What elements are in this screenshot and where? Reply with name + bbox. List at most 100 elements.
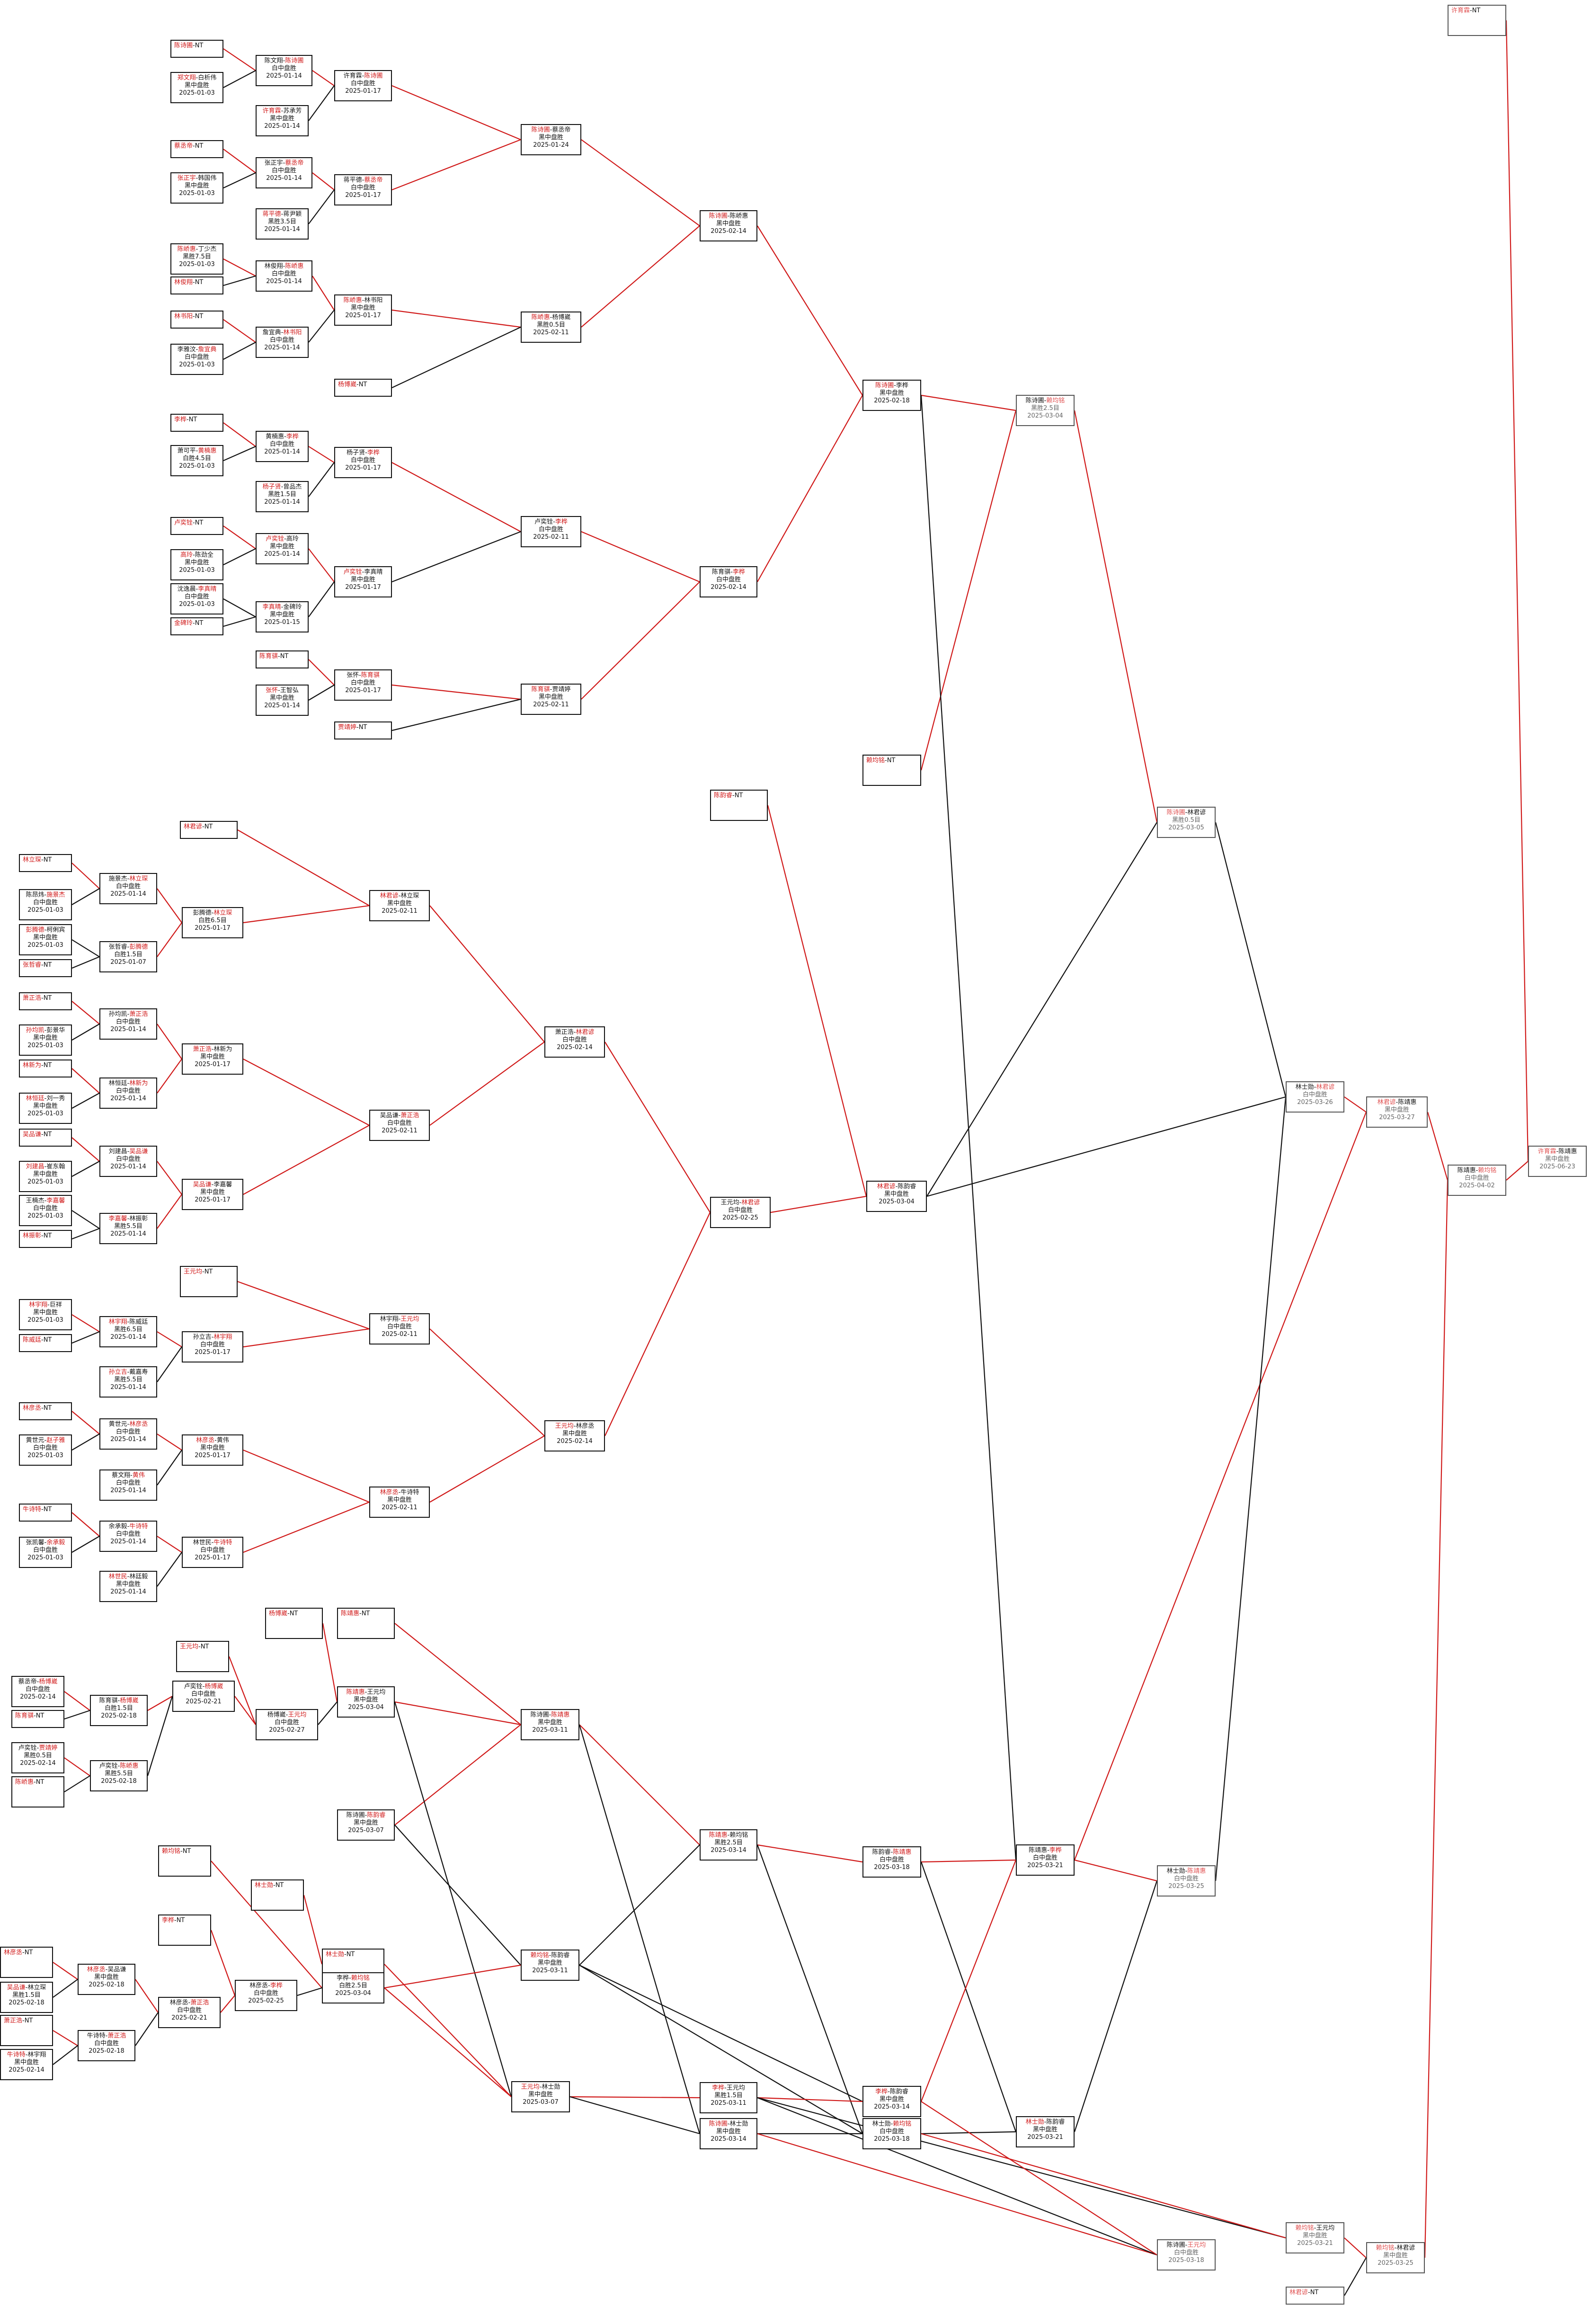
match-players: 张怀-陈育骐 bbox=[336, 672, 390, 679]
connector-P13-R3 bbox=[578, 1724, 701, 2134]
player-name: -NT bbox=[41, 1232, 52, 1239]
player-name: -李桦 bbox=[894, 382, 908, 389]
match-result: 黑胜0.5目 bbox=[1172, 817, 1200, 824]
match-players: 贾靖婷-NT bbox=[338, 724, 390, 731]
match-date: 2025-01-03 bbox=[179, 601, 215, 608]
match-result: 黑中盘胜 bbox=[879, 2096, 904, 2103]
match-players: 陈诗圃-李桦 bbox=[864, 382, 919, 390]
match-players: 萧可平-黄楠惠 bbox=[172, 447, 222, 455]
match-date: 2025-03-11 bbox=[532, 1967, 568, 1974]
player-name: 林士勋- bbox=[1295, 1084, 1316, 1091]
player-name: -NT bbox=[193, 279, 204, 286]
connector-K3-K5 bbox=[157, 1434, 182, 1451]
player-name: 杨博崴- bbox=[267, 1711, 288, 1719]
connector-U1-U3 bbox=[1215, 1096, 1287, 1881]
player-name: 陈峤惠 bbox=[531, 314, 550, 321]
player-name: 黄世元- bbox=[108, 1421, 130, 1428]
player-name: 林立琛 bbox=[213, 909, 232, 917]
player-name: -NT bbox=[359, 1610, 370, 1617]
player-name: -白析伟 bbox=[196, 74, 217, 81]
match-date: 2025-01-03 bbox=[179, 89, 215, 97]
connector-G0-G8 bbox=[237, 829, 370, 906]
match-players: 卢奕铨-李桦 bbox=[523, 518, 579, 526]
player-name: -NT bbox=[41, 1336, 52, 1344]
match-result: 黑中盘胜 bbox=[200, 1053, 225, 1060]
player-name: -林宇翔 bbox=[25, 2051, 46, 2058]
connector-G8-GHI bbox=[429, 905, 545, 1042]
player-name: -NT bbox=[193, 142, 204, 150]
match-result: 白中盘胜 bbox=[191, 1691, 216, 1698]
player-name: 杨子贤- bbox=[347, 449, 367, 456]
player-name: -金碑玲 bbox=[281, 604, 302, 611]
player-name: 吴品谦 bbox=[7, 1984, 26, 1991]
connector-J2-J3 bbox=[71, 1331, 100, 1344]
player-name: 蔡丞帝 bbox=[285, 160, 304, 167]
match-date: 2025-01-14 bbox=[264, 123, 300, 130]
player-name: -NT bbox=[41, 962, 52, 969]
player-name: 郑文翔 bbox=[177, 74, 196, 81]
connector-V1-V3 bbox=[1506, 1161, 1529, 1181]
match-date: 2025-01-03 bbox=[179, 261, 215, 268]
match-date: 2025-01-14 bbox=[110, 1095, 146, 1102]
match-date: 2025-03-11 bbox=[532, 1727, 568, 1734]
player-name: 林立琛 bbox=[23, 856, 42, 864]
player-name: 陈昂炜- bbox=[26, 891, 47, 899]
match-result: 黑中盘胜 bbox=[33, 934, 58, 941]
match-date: 2025-02-14 bbox=[711, 228, 747, 235]
match-result: 白中盘胜 bbox=[116, 1018, 141, 1025]
match-result: 白中盘胜 bbox=[116, 1428, 141, 1435]
player-name: -牛诗特 bbox=[398, 1489, 419, 1496]
match-date: 2025-03-14 bbox=[874, 2103, 910, 2110]
player-name: 李桦 bbox=[270, 1982, 283, 1989]
player-name: -王元均 bbox=[364, 1689, 386, 1696]
player-name: 王元均 bbox=[288, 1711, 307, 1719]
player-name: 牛诗特 bbox=[7, 2051, 26, 2058]
connector-K1-K3 bbox=[71, 1411, 100, 1434]
connector-K5-KL bbox=[243, 1449, 370, 1503]
match-date: 2025-03-18 bbox=[874, 2136, 910, 2143]
player-name: 詹宜典 bbox=[198, 346, 217, 353]
connector-P12-Q15 bbox=[394, 1701, 512, 2097]
connector-L2-L3 bbox=[71, 1536, 100, 1553]
match-node: 吴品谦-NT bbox=[19, 1129, 72, 1147]
match-node: 王元均-NT bbox=[176, 1641, 229, 1672]
connector-C9-ABC bbox=[581, 225, 700, 328]
player-name: 林彦丞 bbox=[23, 1405, 42, 1412]
match-result: 白中盘胜 bbox=[200, 1547, 225, 1554]
player-name: 牛诗特- bbox=[87, 2032, 108, 2039]
match-players: 郑文翔-白析伟 bbox=[172, 74, 222, 82]
match-players: 李桦-NT bbox=[162, 1917, 209, 1924]
connector-K4-K5 bbox=[157, 1450, 182, 1486]
player-name: 赖均铭 bbox=[893, 2120, 912, 2128]
player-name: -刘一秀 bbox=[44, 1095, 65, 1102]
player-name: 王元均 bbox=[184, 1268, 203, 1275]
match-result: 黑中盘胜 bbox=[269, 695, 294, 702]
player-name: 孙均凯- bbox=[108, 1011, 130, 1018]
match-date: 2025-02-14 bbox=[557, 1044, 593, 1051]
match-result: 黑中盘胜 bbox=[350, 304, 375, 312]
match-players: 孙均凯-萧正浩 bbox=[101, 1011, 155, 1018]
player-name: 卢奕铨- bbox=[184, 1683, 205, 1690]
player-name: -NT bbox=[34, 1712, 44, 1719]
player-name: 林世民 bbox=[108, 1573, 127, 1580]
player-name: -李真晴 bbox=[362, 569, 383, 576]
match-players: 林恒廷-林新为 bbox=[101, 1080, 155, 1087]
match-result: 黑中盘胜 bbox=[537, 1959, 562, 1967]
match-players: 陈靖惠-赖均铭 bbox=[702, 1832, 756, 1839]
match-players: 卢奕铨-NT bbox=[174, 519, 222, 527]
player-name: 陈峤惠 bbox=[343, 297, 362, 304]
player-name: 林俊翔- bbox=[264, 263, 285, 270]
match-players: 萧正浩-NT bbox=[23, 995, 70, 1002]
player-name: 杨博崴 bbox=[338, 381, 357, 388]
match-players: 杨子贤-李桦 bbox=[336, 449, 390, 457]
